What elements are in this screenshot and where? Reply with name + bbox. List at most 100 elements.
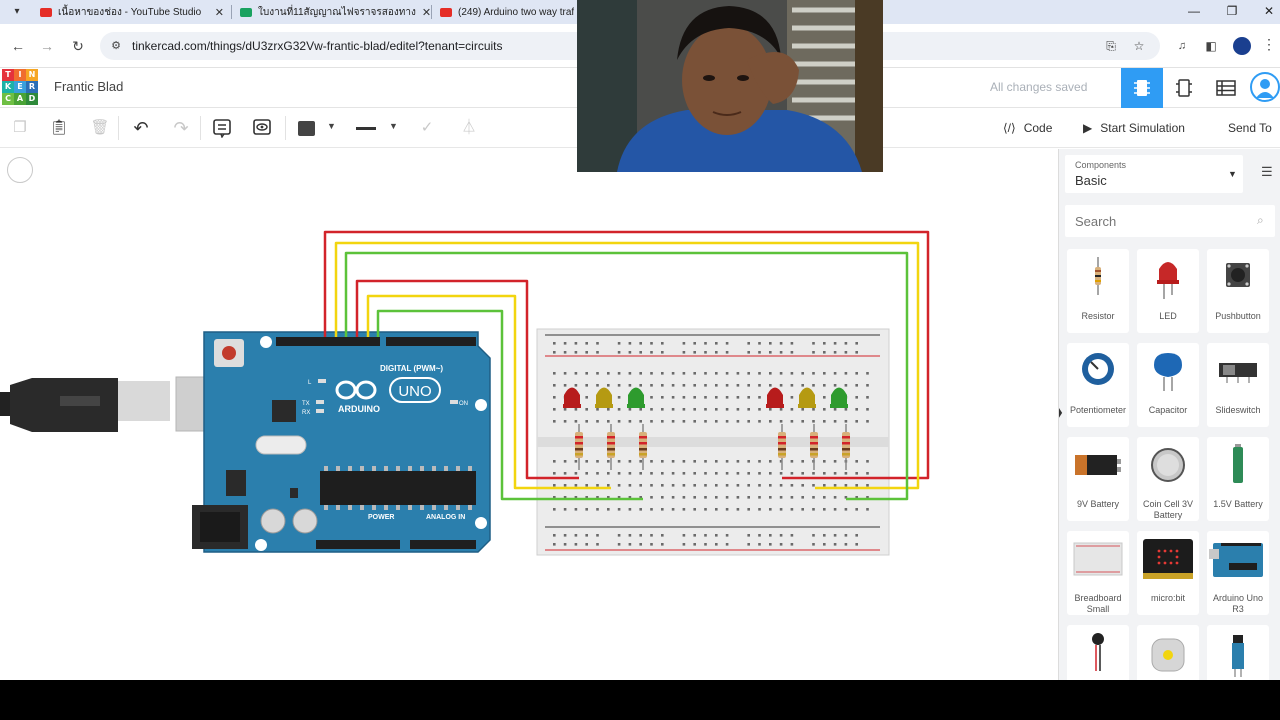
- browser-tab-2[interactable]: ใบงานที่11สัญญาณไฟจราจรสองทาง ✕: [234, 1, 430, 23]
- component-name: Breadboard Small: [1074, 593, 1122, 614]
- undo-icon[interactable]: ↶: [133, 118, 149, 138]
- close-icon[interactable]: ✕: [421, 6, 430, 19]
- circuit-drawing: UNO ARDUINO DIGITAL (PWM~) POWER ANALOG …: [0, 230, 930, 556]
- minimize-icon[interactable]: —: [1188, 4, 1200, 18]
- rotate-icon[interactable]: ✓: [420, 119, 434, 136]
- notes-icon[interactable]: [211, 118, 233, 139]
- chevron-right-icon[interactable]: ❯: [1059, 402, 1064, 422]
- url-text: tinkercad.com/things/dU3zrxG32Vw-frantic…: [132, 39, 503, 53]
- youtube-icon: [40, 7, 52, 17]
- component-microbit[interactable]: micro:bit: [1137, 531, 1199, 615]
- redo-icon[interactable]: ↷: [173, 118, 189, 138]
- side-panel-icon[interactable]: ◧: [1205, 39, 1217, 53]
- classroom-icon: [240, 7, 252, 17]
- arduino-uno-board[interactable]: UNO ARDUINO DIGITAL (PWM~) POWER ANALOG …: [192, 331, 491, 553]
- wire-color-picker[interactable]: [298, 121, 315, 136]
- copy-icon[interactable]: ❐: [13, 119, 27, 136]
- component-list-button[interactable]: [1205, 68, 1247, 108]
- component-vibration-motor[interactable]: [1067, 625, 1129, 680]
- delete-icon[interactable]: 🗑︎: [90, 119, 110, 136]
- code-button[interactable]: ⟨/⟩ Code: [1003, 116, 1052, 140]
- led[interactable]: [830, 387, 848, 409]
- components-dropdown[interactable]: Components Basic ▼: [1065, 155, 1243, 193]
- component-breadboard-small[interactable]: Breadboard Small: [1067, 531, 1129, 615]
- install-app-icon[interactable]: ⎘: [1106, 39, 1116, 53]
- reload-icon[interactable]: ↻: [72, 38, 84, 54]
- on-label: ON: [459, 401, 468, 407]
- save-status: All changes saved: [990, 80, 1088, 94]
- maximize-icon[interactable]: ❐: [1226, 4, 1238, 18]
- media-icon[interactable]: ♫: [1177, 40, 1187, 52]
- paste-icon[interactable]: 📋︎: [49, 119, 69, 136]
- search-icon: ⌕: [1257, 213, 1264, 227]
- led[interactable]: [563, 387, 581, 409]
- component-name: micro:bit: [1150, 593, 1185, 603]
- browser-tab-3[interactable]: (249) Arduino two way traf: [434, 1, 574, 23]
- led[interactable]: [595, 387, 613, 409]
- send-to-button[interactable]: Send To: [1228, 116, 1272, 140]
- led[interactable]: [798, 387, 816, 409]
- sensor-icon: [1232, 635, 1244, 677]
- browser-tab-1[interactable]: เนื้อหาของช่อง - YouTube Studio ✕: [34, 1, 230, 23]
- chevron-down-icon[interactable]: ▼: [327, 121, 336, 131]
- schematic-view-button[interactable]: [1163, 68, 1205, 108]
- play-icon: ▶: [1083, 121, 1093, 135]
- component-name: LED: [1159, 311, 1177, 321]
- component-potentiometer[interactable]: Potentiometer: [1067, 343, 1129, 427]
- component-pushbutton[interactable]: Pushbutton: [1207, 249, 1269, 333]
- analog-label: ANALOG IN: [426, 514, 465, 521]
- resistor[interactable]: [607, 424, 615, 470]
- component-led[interactable]: LED: [1137, 249, 1199, 333]
- resistor[interactable]: [842, 424, 850, 470]
- component-coin-cell[interactable]: Coin Cell 3V Battery: [1137, 437, 1199, 521]
- component-search[interactable]: ⌕: [1065, 205, 1275, 237]
- start-simulation-button[interactable]: ▶ Start Simulation: [1083, 116, 1185, 140]
- browser-menu-icon[interactable]: ⋮: [1262, 36, 1276, 52]
- note-visibility-icon[interactable]: [251, 118, 273, 138]
- site-info-icon[interactable]: ⚙: [111, 40, 121, 52]
- component-arduino-uno[interactable]: Arduino Uno R3: [1207, 531, 1269, 615]
- wire-group[interactable]: [323, 230, 930, 501]
- tab-title: เนื้อหาของช่อง - YouTube Studio: [58, 6, 202, 18]
- capacitor-icon: [1154, 353, 1182, 391]
- breadboard[interactable]: [536, 328, 890, 556]
- component-9v-battery[interactable]: 9V Battery: [1067, 437, 1129, 521]
- forward-icon[interactable]: →: [40, 38, 54, 54]
- component-name: Potentiometer: [1069, 405, 1127, 415]
- window-close-icon[interactable]: ✕: [1263, 4, 1275, 18]
- wire-type-picker[interactable]: [356, 127, 376, 130]
- list-view-icon[interactable]: ☰: [1261, 164, 1273, 179]
- tab-title: ใบงานที่11สัญญาณไฟจราจรสองทาง: [258, 6, 416, 18]
- component-sensor[interactable]: [1207, 625, 1269, 680]
- user-avatar[interactable]: [1250, 72, 1280, 102]
- resistor[interactable]: [778, 424, 786, 470]
- breadboard-icon: [1073, 542, 1123, 576]
- component-capacitor[interactable]: Capacitor: [1137, 343, 1199, 427]
- resistor[interactable]: [810, 424, 818, 470]
- resistor[interactable]: [639, 424, 647, 470]
- tab-search-icon[interactable]: ▾: [14, 6, 20, 17]
- bookmark-star-icon[interactable]: ☆: [1133, 39, 1145, 53]
- profile-avatar[interactable]: [1233, 37, 1251, 55]
- zoom-fit-icon[interactable]: [7, 157, 33, 183]
- design-title[interactable]: Frantic Blad: [54, 79, 124, 94]
- flip-icon[interactable]: ⏃: [461, 119, 477, 136]
- component-name: Arduino Uno R3: [1212, 593, 1264, 614]
- tinkercad-logo[interactable]: T I N K E R C A D: [2, 69, 38, 105]
- circuit-view-button[interactable]: [1121, 68, 1163, 108]
- led[interactable]: [627, 387, 645, 409]
- resistor-icon: [1095, 257, 1101, 295]
- component-dc-motor[interactable]: [1137, 625, 1199, 680]
- component-resistor[interactable]: Resistor: [1067, 249, 1129, 333]
- close-icon[interactable]: ✕: [214, 6, 224, 19]
- webcam-overlay: [577, 0, 883, 172]
- back-icon[interactable]: ←: [11, 38, 25, 54]
- component-1-5v-battery[interactable]: 1.5V Battery: [1207, 437, 1269, 521]
- component-slideswitch[interactable]: Slideswitch: [1207, 343, 1269, 427]
- circuit-canvas[interactable]: UNO ARDUINO DIGITAL (PWM~) POWER ANALOG …: [0, 149, 1058, 680]
- resistor[interactable]: [575, 424, 583, 470]
- chevron-down-icon[interactable]: ▼: [389, 121, 398, 131]
- led[interactable]: [766, 387, 784, 409]
- search-input[interactable]: [1065, 205, 1275, 237]
